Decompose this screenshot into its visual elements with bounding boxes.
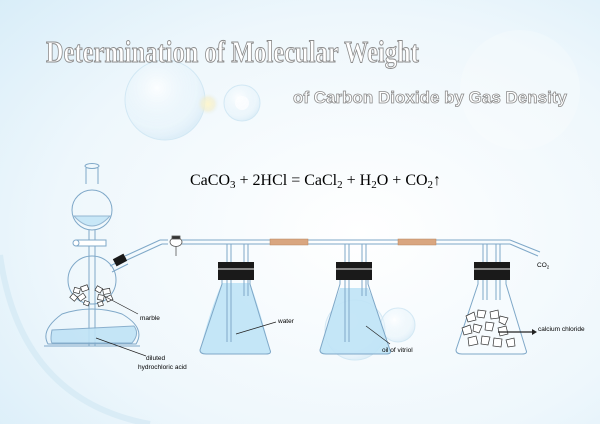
oil-leader [365, 325, 391, 345]
eq-product2-b: O [376, 172, 389, 189]
calcium-chloride-arrow [498, 329, 537, 335]
calcium-chloride-label: calcium chloride [538, 326, 585, 333]
eq-reactant1-sub: 3 [230, 179, 236, 191]
eq-product3: CO [405, 172, 428, 189]
flask-water [199, 262, 271, 355]
acid-label-line2: hydrochloric acid [138, 364, 187, 371]
delivery-tube-1 [124, 239, 168, 261]
co2-label-text: CO [537, 262, 547, 269]
acid-label-line1: diluted [146, 355, 166, 362]
co2-label-sub: 2 [547, 265, 550, 270]
leader-lines [95, 295, 391, 357]
eq-product2-a: H [359, 172, 372, 189]
water-leader [235, 321, 277, 335]
eq-equals: = [287, 172, 305, 189]
stopcock-valve [169, 235, 183, 256]
reaction-equation: CaCO3 + 2HCl = CaCl2 + H2O + CO2↑ [190, 172, 442, 191]
gas-line [182, 239, 541, 262]
flask-calcium-chloride [455, 262, 527, 355]
flask-oil-of-vitriol [319, 262, 391, 355]
outlet-stopper [112, 253, 128, 267]
marble-leader [103, 295, 139, 315]
marble-label: marble [140, 315, 160, 322]
eq-reactant2: 2HCl [252, 172, 288, 189]
rubber-connector-1 [269, 238, 309, 246]
eq-product2-sub: 2 [371, 179, 377, 191]
eq-product3-sub: 2 [427, 179, 434, 191]
rubber-connector-2 [397, 238, 437, 246]
eq-plus1: + [235, 172, 253, 189]
eq-reactant1: CaCO [190, 172, 230, 189]
eq-product1: CaCl [304, 172, 338, 189]
page-subtitle: of Carbon Dioxide by Gas Density [293, 88, 568, 108]
calcium-chloride-pieces [461, 309, 516, 348]
eq-product1-sub: 2 [337, 179, 343, 191]
acid-leader [95, 337, 147, 357]
water-label: water [277, 318, 295, 325]
gas-arrow-icon: ↑ [433, 172, 442, 189]
eq-plus2: + [342, 172, 360, 189]
kipp-apparatus [44, 163, 140, 347]
oil-label: oil of vitriol [382, 347, 413, 354]
marble-pieces [69, 284, 114, 307]
page-title: Determination of Molecular Weight [46, 34, 420, 70]
co2-label: CO2 [537, 262, 550, 270]
eq-plus3: + [388, 172, 406, 189]
